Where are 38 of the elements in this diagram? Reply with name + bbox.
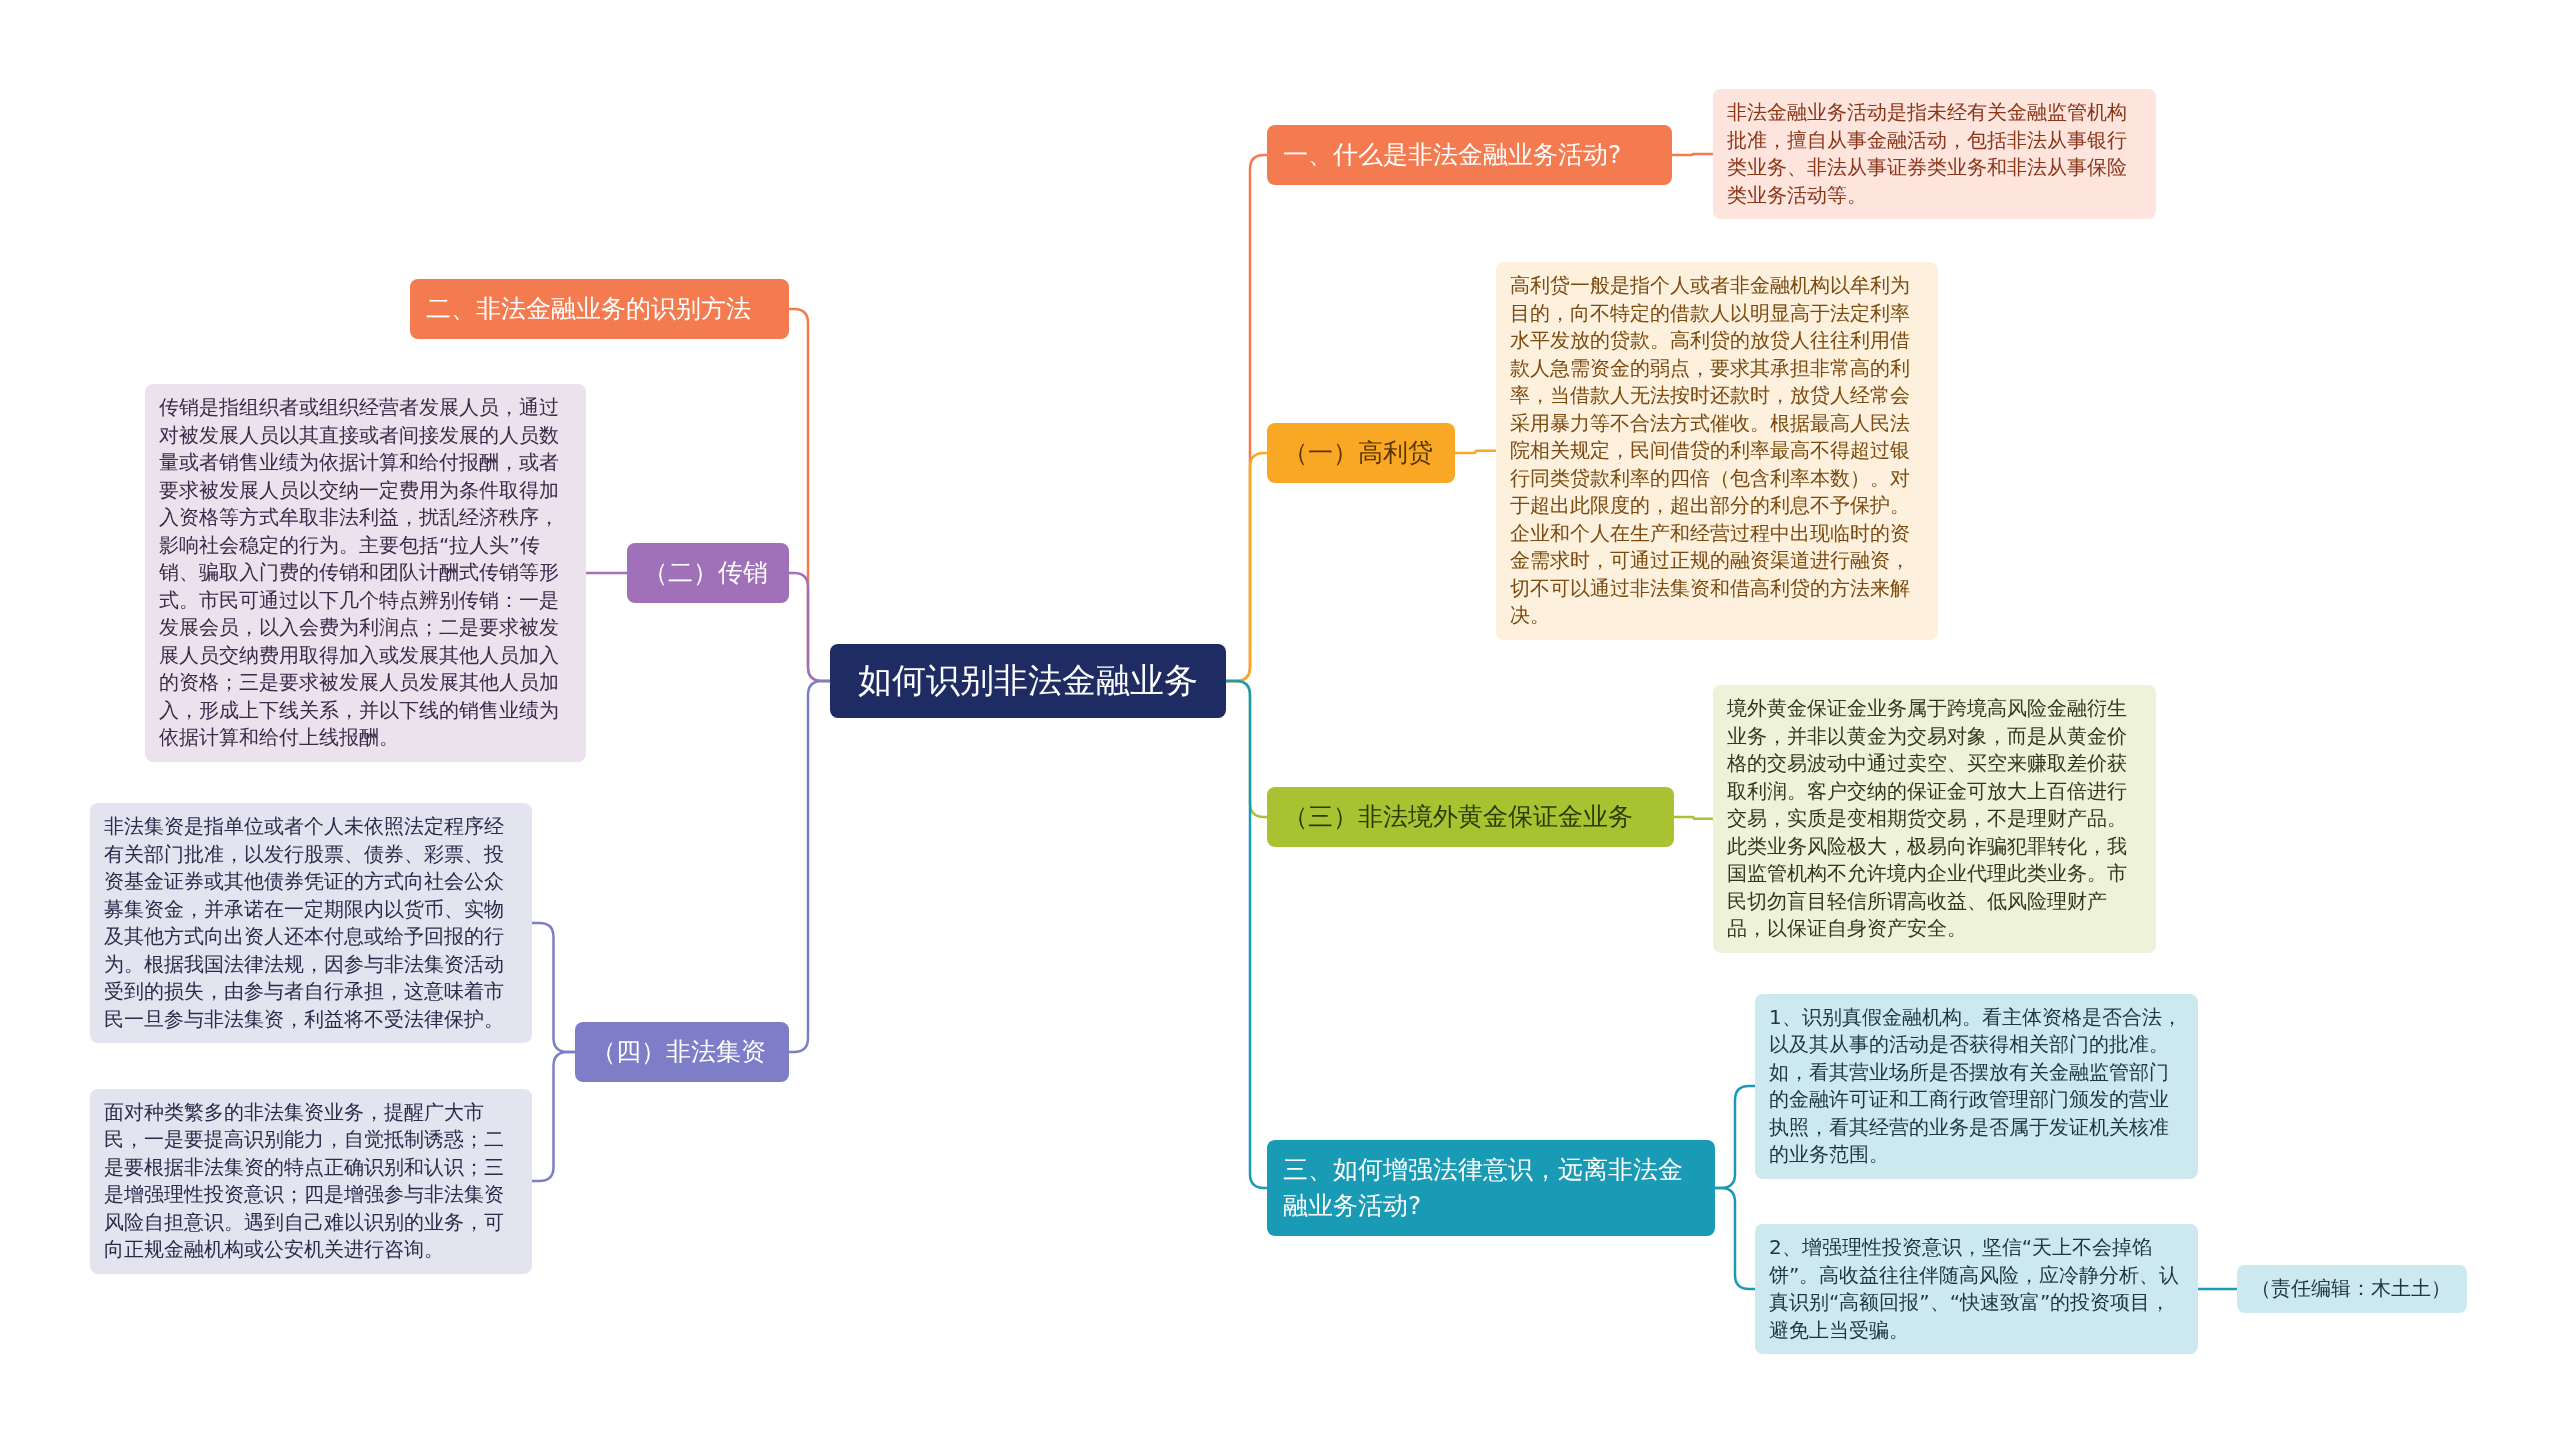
note-text: 面对种类繁多的非法集资业务，提醒广大市民，一是要提高识别能力，自觉抵制诱惑；二是要根据非法集资的特点正确识别和认识；三是增强理性投资意识；四是增强参与非法集资风险自担意识。遇到自己难以识别的业务，可向正规金融机构或公安机关进行咨询。 [104,1098,505,1263]
note-text: （责任编辑：木土土） [2251,1275,2452,1302]
connector [532,1050,575,1183]
note-text: 1、识别真假金融机构。看主体资格是否合法，以及其从事的活动是否获得相关部门的批准。如，看其营业场所是否摆放有关金融监管部门的金融许可证和工商行政管理部门颁发的营业执照，看其经营的业务是否属于发证机关核准的业务范围。 [1769,1003,2183,1168]
topic-label: （四）非法集资 [591,1036,767,1068]
note-text: 传销是指组织者或组织经营者发展人员，通过对被发展人员以其直接或者间接发展的人员数量或者销售业绩为依据计算和给付报酬，或者要求被发展人员以交纳一定费用为条件取得加入资格等方式牟取非法利益，扰乱经济秩序，影响社会稳定的行为。主要包括“拉人头”传销、骗取入门费的传销和团队计酬式传销等形式。市民可通过以下几个特点辨别传销：一是发展会员，以入会费为利润点；二是要求被发展人员交纳费用取得加入或发展其他人员加入的资格；三是要求被发展人员发展其他人员加入，形成上下线关系，并以下线的销售业绩为依据计算和给付上线报酬。 [159,394,560,751]
connector [1674,815,1713,820]
topic-title: 如何识别非法金融业务 [857,659,1199,702]
topic-label: （二）传销 [643,557,769,589]
connector [1455,449,1496,455]
note-card [1755,993,2198,1179]
note-text: 非法集资是指单位或者个人未依照法定程序经有关部门批准，以发行股票、债券、彩票、投资基金证券或其他债券凭证的方式向社会公众募集资金，并承诺在一定期限内以货币、实物及其他方式向出资人还本付息或给予回报的行为。根据我国法律法规，因参与非法集资活动受到的损失，由参与者自行承担，这意味着市民一旦参与非法集资，利益将不受法律保护。 [104,813,505,1033]
topic-label: 二、非法金融业务的识别方法 [426,293,752,325]
note-card [90,1088,532,1274]
note-card [90,803,532,1043]
note-text: 境外黄金保证金业务属于跨境高风险金融衍生业务，并非以黄金为交易对象，而是从黄金价格的交易波动中通过卖空、买空来赚取差价获取利润。客户交纳的保证金可放大上百倍进行交易，实质是变相期货交易，不是理财产品。此类业务风险极大，极易向诈骗犯罪转化，我国监管机构不允许境内企业代理此类业务。市民切勿盲目轻信所谓高收益、低风险理财产品，以保证自身资产安全。 [1727,695,2128,942]
note-text: 非法金融业务活动是指未经有关金融监管机构批准，擅自从事金融活动，包括非法从事银行类业务、非法从事证券类业务和非法从事保险类业务活动等。 [1727,99,2128,209]
branch-topic [410,279,789,339]
note-text: 高利贷一般是指个人或者非金融机构以牟利为目的，向不特定的借款人以明显高于法定利率水平发放的贷款。高利贷的放贷人往往利用借款人急需资金的弱点，要求其承担非常高的利率，当借款人无法按时还款时，放贷人经常会采用暴力等不合法方式催收。根据最高人民法院相关规定，民间借贷的利率最高不得超过银行同类贷款利率的四倍（包含利率本数）。对于超出此限度的，超出部分的利息不予保护。企业和个人在生产和经营过程中出现临时的资金需求时，可通过正规的融资渠道进行融资，切不可以通过非法集资和借高利贷的方法来解决。 [1510,272,1911,629]
branch-topic [575,1022,789,1082]
branch-topic [1267,423,1455,483]
note-card [1713,685,2156,953]
branch-topic [1267,125,1672,185]
note-text: 2、增强理性投资意识，坚信“天上不会掉馅饼”。高收益往往伴随高风险，应冷静分析、认真识别“高额回报”、“快速致富”的投资项目，避免上当受骗。 [1769,1234,2181,1344]
topic-label: 三、如何增强法律意识，远离非法金融业务活动? [1283,1154,1684,1222]
note-card [2237,1265,2467,1313]
connector [586,571,627,575]
topic-label: 一、什么是非法金融业务活动? [1283,139,1623,171]
topic-label: （三）非法境外黄金保证金业务 [1283,801,1634,833]
note-card [1755,1224,2198,1354]
branch-topic [627,543,789,603]
topic-label: （一）高利贷 [1283,437,1434,469]
note-card [1713,89,2156,219]
connector [1672,152,1713,157]
central-topic [830,644,1226,718]
connector [2198,1287,2237,1291]
branch-topic [1267,1140,1715,1236]
branch-topic [1267,787,1674,847]
